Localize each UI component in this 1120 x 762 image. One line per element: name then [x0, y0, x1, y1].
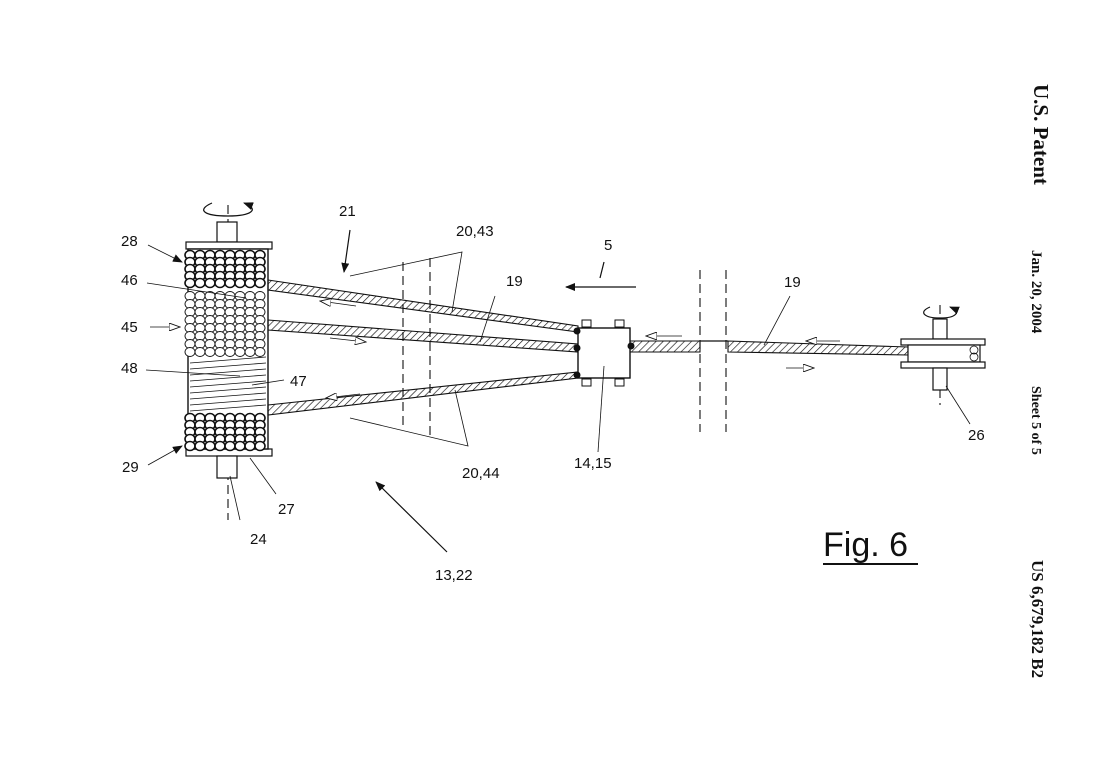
ref-5: 5: [604, 237, 612, 254]
pulley-rotation-arrow-icon: [923, 306, 960, 319]
drum-shaft-bottom: [216, 455, 238, 479]
ref-20-43: 20,43: [456, 223, 494, 240]
motion-arrow-icon: [326, 394, 361, 398]
patent-header: U.S. Patent Jan. 20, 2004 Sheet 5 of 5 U…: [1028, 84, 1053, 678]
header-sheet: Sheet 5 of 5: [1028, 386, 1043, 455]
right-pulley: [900, 305, 986, 405]
motion-arrow-icon: [320, 301, 357, 306]
left-drum: [184, 202, 273, 520]
header-number: US 6,679,182 B2: [1028, 560, 1047, 678]
rotation-arrow-icon: [203, 202, 254, 217]
ref-20-44: 20,44: [462, 465, 500, 482]
cable-break: [699, 270, 727, 432]
ref-48: 48: [121, 360, 138, 377]
ref-19-right: 19: [784, 274, 801, 291]
drum-flange-top: [185, 241, 273, 250]
ref-24: 24: [250, 531, 267, 548]
motion-arrow-icon: [329, 338, 366, 342]
cable-right-a: [629, 340, 701, 353]
header-patent: U.S. Patent: [1029, 84, 1053, 185]
ref-13-22: 13,22: [435, 567, 473, 584]
cable-right-b: [727, 340, 909, 356]
ref-27: 27: [278, 501, 295, 518]
header-date: Jan. 20, 2004: [1028, 250, 1044, 334]
connector-box: [573, 319, 635, 387]
ref-26: 26: [968, 427, 985, 444]
ref-45: 45: [121, 319, 138, 336]
ref-19-left: 19: [506, 273, 523, 290]
figure-title: Fig. 6: [823, 526, 918, 565]
motion-arrows: [150, 283, 840, 398]
ref-46: 46: [121, 272, 138, 289]
drum-shaft-top: [216, 221, 238, 243]
reference-numerals: 21 20,43 5 28 46 19 19 45 48 47 29 20,44…: [121, 203, 985, 584]
leader-lines: [145, 229, 971, 553]
figure-label: Fig. 6: [823, 526, 908, 564]
ref-14-15: 14,15: [574, 455, 612, 472]
ref-28: 28: [121, 233, 138, 250]
wedge-20-43: [349, 251, 463, 313]
ref-29: 29: [122, 459, 139, 476]
wedge-20-44: [349, 389, 469, 447]
ref-47: 47: [290, 373, 307, 390]
cable-lower: [267, 371, 579, 416]
drum-windings: [184, 249, 267, 452]
ref-21: 21: [339, 203, 356, 220]
